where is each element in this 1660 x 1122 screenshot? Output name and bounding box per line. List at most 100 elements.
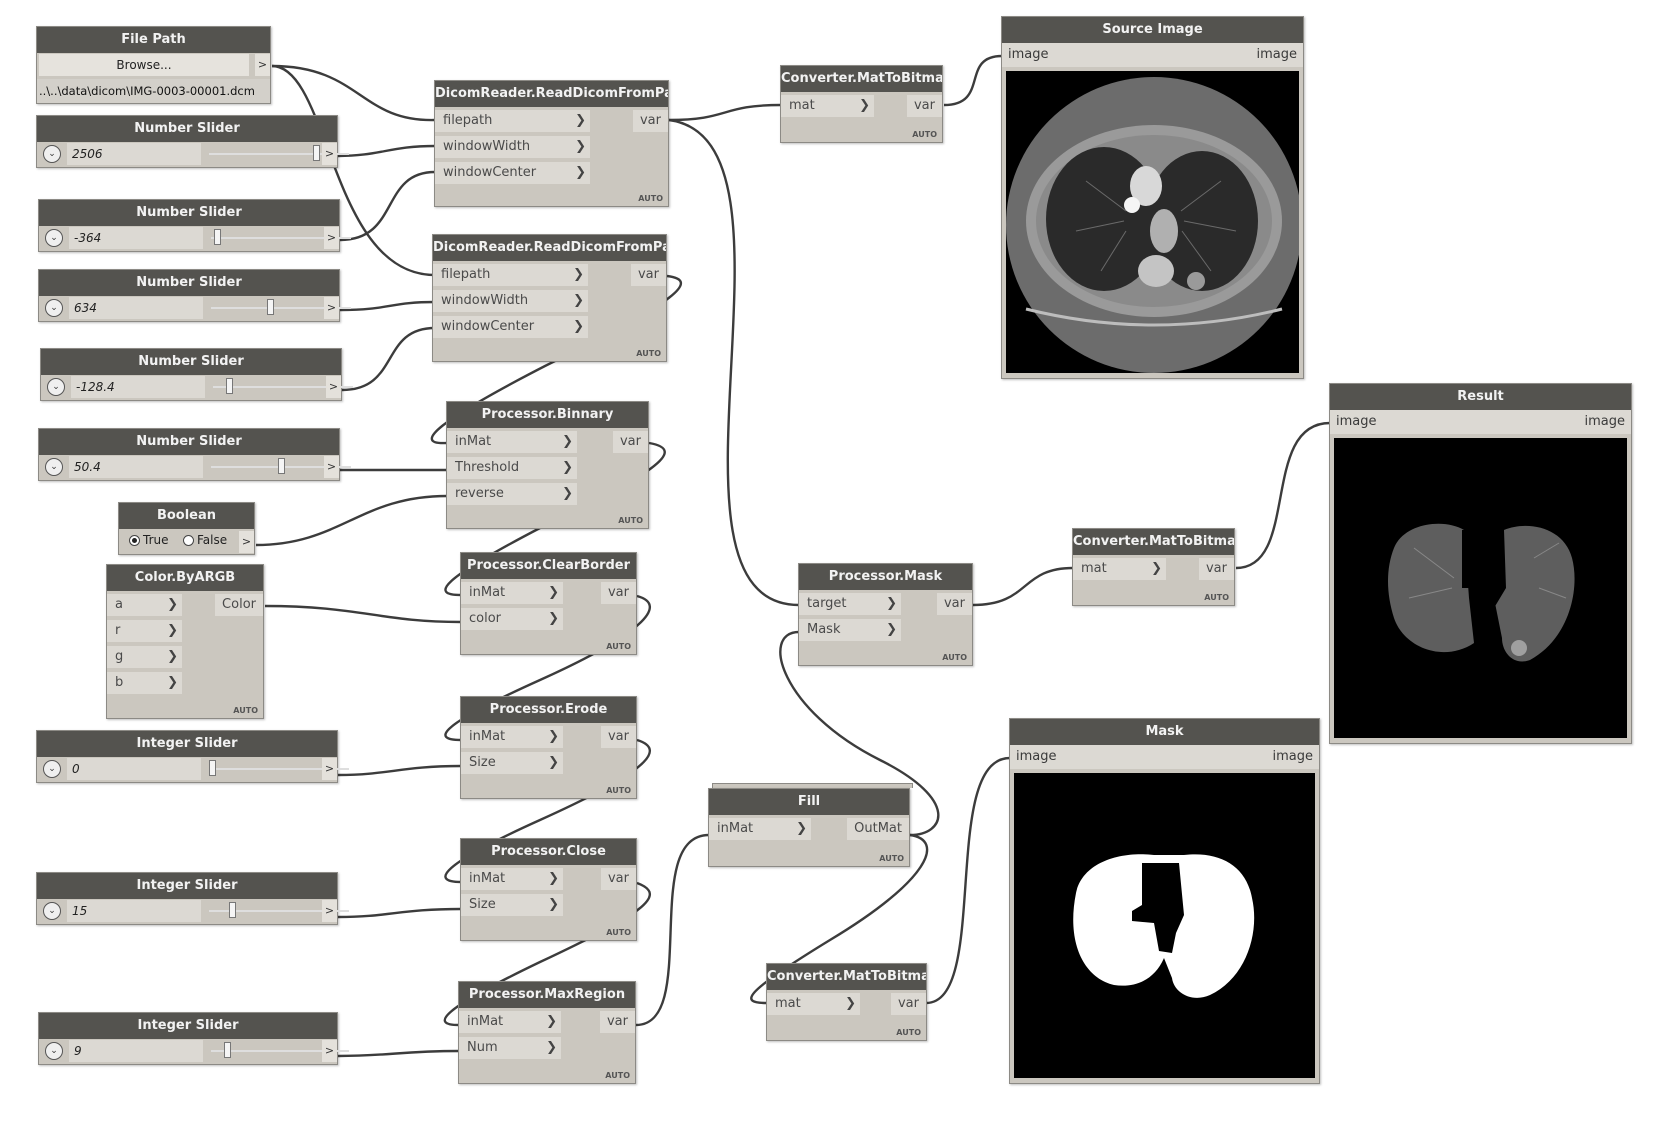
slider-value[interactable]: 9 <box>69 1040 203 1062</box>
slider-value[interactable]: 50.4 <box>69 456 203 478</box>
input-port-reverse[interactable]: reverse❯ <box>447 483 577 505</box>
dicom-reader-node[interactable]: DicomReader.ReadDicomFromPath filepath❯ … <box>434 80 669 207</box>
chevron-down-icon[interactable]: ⌄ <box>45 458 63 476</box>
slider-thumb[interactable] <box>224 1042 232 1058</box>
number-slider-node[interactable]: Number Slider ⌄ 634 > <box>38 269 351 322</box>
slider-thumb[interactable] <box>312 145 320 161</box>
watch-image-node[interactable]: Mask image image <box>1009 718 1320 1084</box>
dicom-reader-node[interactable]: DicomReader.ReadDicomFromPath filepath❯ … <box>432 234 667 362</box>
integer-slider-node[interactable]: Integer Slider ⌄ 0 > <box>36 730 349 783</box>
output-port[interactable]: > <box>322 143 337 165</box>
output-port-var[interactable]: var <box>630 264 666 286</box>
output-port-var[interactable]: var <box>600 868 636 890</box>
slider-thumb[interactable] <box>228 902 236 918</box>
color-byargb-node[interactable]: Color.ByARGB a❯ r❯ g❯ b❯ Color AUTO <box>106 564 264 719</box>
number-slider-node[interactable]: Number Slider ⌄ 50.4 > <box>38 428 351 481</box>
processor-mask-node[interactable]: Processor.Mask target❯ Mask❯ var AUTO <box>798 563 973 666</box>
slider-thumb[interactable] <box>226 378 234 394</box>
slider-value[interactable]: 15 <box>67 900 201 922</box>
output-port-image[interactable]: image <box>1272 749 1314 764</box>
input-port-inmat[interactable]: inMat❯ <box>709 818 811 840</box>
slider-track[interactable] <box>211 237 351 239</box>
output-port-var[interactable]: var <box>632 110 668 132</box>
output-port-var[interactable]: var <box>600 582 636 604</box>
output-port[interactable]: > <box>322 1040 337 1062</box>
input-port-color[interactable]: color❯ <box>461 608 563 630</box>
chevron-down-icon[interactable]: ⌄ <box>43 902 61 920</box>
chevron-down-icon[interactable]: ⌄ <box>43 145 61 163</box>
boolean-node[interactable]: Boolean True False > <box>118 502 255 555</box>
chevron-down-icon[interactable]: ⌄ <box>45 299 63 317</box>
browse-button[interactable]: Browse... <box>39 54 249 76</box>
fill-node[interactable]: Fill inMat❯ OutMat AUTO <box>708 788 910 867</box>
input-port-threshold[interactable]: Threshold❯ <box>447 457 577 479</box>
output-port[interactable]: > <box>239 531 254 553</box>
input-port-windowcenter[interactable]: windowCenter❯ <box>435 162 590 184</box>
output-port-var[interactable]: var <box>936 593 972 615</box>
input-port-inmat[interactable]: inMat❯ <box>447 431 577 453</box>
slider-track[interactable] <box>211 307 351 309</box>
slider-thumb[interactable] <box>277 458 285 474</box>
slider-track[interactable] <box>209 910 349 912</box>
input-port-image[interactable]: image <box>1016 749 1057 764</box>
watch-image-node[interactable]: Result image image <box>1329 383 1632 744</box>
number-slider-node[interactable]: Number Slider ⌄ -364 > <box>38 199 351 252</box>
slider-track[interactable] <box>211 1050 349 1052</box>
output-port-var[interactable]: var <box>1198 558 1234 580</box>
slider-track[interactable] <box>213 386 353 388</box>
input-port-inmat[interactable]: inMat❯ <box>461 726 563 748</box>
slider-thumb[interactable] <box>209 760 216 776</box>
input-port-inmat[interactable]: inMat❯ <box>461 868 563 890</box>
output-port-var[interactable]: var <box>890 993 926 1015</box>
input-port-inmat[interactable]: inMat❯ <box>461 582 563 604</box>
processor-close-node[interactable]: Processor.Close inMat❯ Size❯ var AUTO <box>460 838 637 941</box>
processor-clearborder-node[interactable]: Processor.ClearBorder inMat❯ color❯ var … <box>460 552 637 655</box>
input-port-num[interactable]: Num❯ <box>459 1037 561 1059</box>
slider-value[interactable]: -364 <box>69 227 203 249</box>
slider-thumb[interactable] <box>266 299 274 315</box>
slider-thumb[interactable] <box>213 229 221 245</box>
input-port-image[interactable]: image <box>1336 414 1377 429</box>
input-port-a[interactable]: a❯ <box>107 594 182 616</box>
output-port-var[interactable]: var <box>906 95 942 117</box>
radio-false[interactable] <box>183 535 194 546</box>
input-port-inmat[interactable]: inMat❯ <box>459 1011 561 1033</box>
processor-binnary-node[interactable]: Processor.Binnary inMat❯ Threshold❯ reve… <box>446 401 649 529</box>
chevron-down-icon[interactable]: ⌄ <box>45 1042 63 1060</box>
output-port[interactable]: > <box>255 54 270 76</box>
output-port-outmat[interactable]: OutMat <box>847 818 909 840</box>
file-path-node[interactable]: File Path Browse... > ..\..\data\dicom\I… <box>36 26 271 104</box>
output-port[interactable]: > <box>326 376 341 398</box>
output-port[interactable]: > <box>322 758 337 780</box>
chevron-down-icon[interactable]: ⌄ <box>45 229 63 247</box>
slider-track[interactable] <box>209 153 349 155</box>
input-port-size[interactable]: Size❯ <box>461 894 563 916</box>
output-port-var[interactable]: var <box>612 431 648 453</box>
output-port-image[interactable]: image <box>1584 414 1626 429</box>
output-port[interactable]: > <box>324 227 339 249</box>
slider-value[interactable]: -128.4 <box>71 376 205 398</box>
input-port-mask[interactable]: Mask❯ <box>799 619 901 641</box>
input-port-b[interactable]: b❯ <box>107 672 182 694</box>
processor-maxregion-node[interactable]: Processor.MaxRegion inMat❯ Num❯ var AUTO <box>458 981 636 1084</box>
number-slider-node[interactable]: Number Slider ⌄ 2506 > <box>36 115 349 168</box>
chevron-down-icon[interactable]: ⌄ <box>47 378 65 396</box>
radio-true[interactable] <box>129 535 140 546</box>
output-port-color[interactable]: Color <box>215 594 263 616</box>
input-port-windowwidth[interactable]: windowWidth❯ <box>435 136 590 158</box>
input-port-filepath[interactable]: filepath❯ <box>433 264 588 286</box>
input-port-windowcenter[interactable]: windowCenter❯ <box>433 316 588 338</box>
slider-track[interactable] <box>209 768 349 770</box>
input-port-mat[interactable]: mat❯ <box>1073 558 1166 580</box>
converter-mattobitmap-node[interactable]: Converter.MatToBitmap mat❯ var AUTO <box>1072 528 1235 606</box>
output-port-image[interactable]: image <box>1256 47 1298 62</box>
output-port-var[interactable]: var <box>599 1011 635 1033</box>
processor-erode-node[interactable]: Processor.Erode inMat❯ Size❯ var AUTO <box>460 696 637 799</box>
input-port-size[interactable]: Size❯ <box>461 752 563 774</box>
input-port-windowwidth[interactable]: windowWidth❯ <box>433 290 588 312</box>
converter-mattobitmap-node[interactable]: Converter.MatToBitmap mat❯ var AUTO <box>780 65 943 143</box>
input-port-r[interactable]: r❯ <box>107 620 182 642</box>
slider-value[interactable]: 634 <box>69 297 203 319</box>
converter-mattobitmap-node[interactable]: Converter.MatToBitmap mat❯ var AUTO <box>766 963 927 1041</box>
watch-image-node[interactable]: Source Image image image <box>1001 16 1304 379</box>
